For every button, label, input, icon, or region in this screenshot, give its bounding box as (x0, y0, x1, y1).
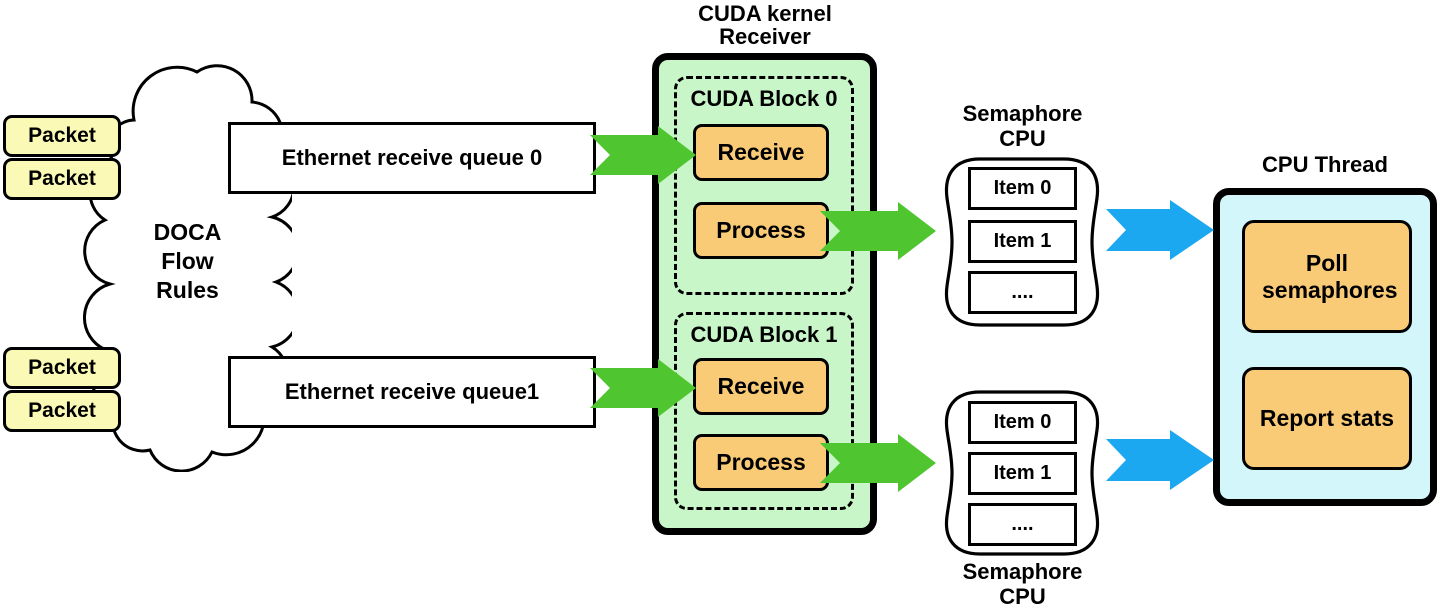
report-stats-label: Report stats (1259, 405, 1395, 431)
kernel-title-line: Receiver (719, 24, 811, 49)
semaphore-1-label: Semaphore CPU (930, 559, 1115, 609)
blue-arrow-semaphore0-to-cpu (1106, 200, 1214, 260)
semaphore-0-item-1: Item 1 (968, 220, 1077, 263)
cloud-label: DOCA Flow Rules (95, 218, 280, 305)
report-stats-box: Report stats (1242, 367, 1412, 470)
semaphore-0-item-dots: .... (968, 271, 1077, 314)
item-label: .... (1011, 281, 1034, 303)
packet-label: Packet (28, 167, 96, 190)
receive-step-block1: Receive (693, 358, 829, 415)
receive-step-label: Receive (717, 373, 805, 399)
semaphore-1-item-0: Item 0 (968, 401, 1077, 444)
kernel-title: CUDA kernel Receiver (640, 2, 890, 48)
packet-box: Packet (3, 347, 121, 389)
receive-step-label: Receive (717, 139, 805, 165)
poll-semaphores-label: Poll semaphores (1262, 249, 1398, 303)
process-step-block0: Process (693, 202, 829, 259)
cuda-block-0-label: CUDA Block 0 (690, 86, 838, 111)
cloud-label-line: Rules (156, 277, 219, 303)
packet-box: Packet (3, 115, 121, 157)
semaphore-label-line: Semaphore (962, 101, 1083, 126)
item-label: Item 1 (993, 462, 1052, 484)
semaphore-0-item-0: Item 0 (968, 167, 1077, 210)
item-label: Item 0 (993, 411, 1052, 433)
cloud-label-line: Flow (161, 248, 214, 274)
semaphore-0-label: Semaphore CPU (930, 101, 1115, 151)
item-label: .... (1011, 513, 1034, 535)
receive-step-block0: Receive (693, 124, 829, 181)
packet-label: Packet (28, 399, 96, 422)
green-arrow-queue1-to-receive (590, 359, 696, 417)
green-arrow-process1-to-semaphore (820, 434, 936, 492)
process-step-label: Process (716, 217, 806, 243)
poll-semaphores-box: Poll semaphores (1242, 220, 1412, 333)
kernel-title-line: CUDA kernel (698, 1, 832, 26)
packet-label: Packet (28, 124, 96, 147)
semaphore-1-item-1: Item 1 (968, 452, 1077, 495)
ethernet-queue-1-label: Ethernet receive queue1 (284, 379, 540, 404)
packet-box: Packet (3, 158, 121, 200)
semaphore-1-item-dots: .... (968, 503, 1077, 546)
packet-label: Packet (28, 356, 96, 379)
ethernet-queue-0: Ethernet receive queue 0 (228, 122, 596, 194)
cpu-thread-title: CPU Thread (1262, 152, 1388, 177)
cuda-block-1-label: CUDA Block 1 (690, 322, 838, 347)
item-label: Item 0 (993, 177, 1052, 199)
cloud-label-line: DOCA (153, 219, 222, 245)
cuda-block-1: CUDA Block 1 Receive Process (674, 312, 854, 510)
semaphore-label-line: Semaphore (962, 559, 1083, 584)
ethernet-queue-0-label: Ethernet receive queue 0 (281, 145, 543, 170)
process-step-label: Process (716, 449, 806, 475)
semaphore-label-line: CPU (999, 126, 1046, 151)
item-label: Item 1 (993, 230, 1052, 252)
cuda-block-0: CUDA Block 0 Receive Process (674, 76, 854, 295)
green-arrow-queue0-to-receive (590, 126, 696, 184)
green-arrow-process0-to-semaphore (820, 202, 936, 260)
packet-box: Packet (3, 390, 121, 432)
ethernet-queue-1: Ethernet receive queue1 (228, 356, 596, 428)
blue-arrow-semaphore1-to-cpu (1106, 430, 1214, 490)
semaphore-label-line: CPU (999, 584, 1046, 609)
process-step-block1: Process (693, 434, 829, 491)
